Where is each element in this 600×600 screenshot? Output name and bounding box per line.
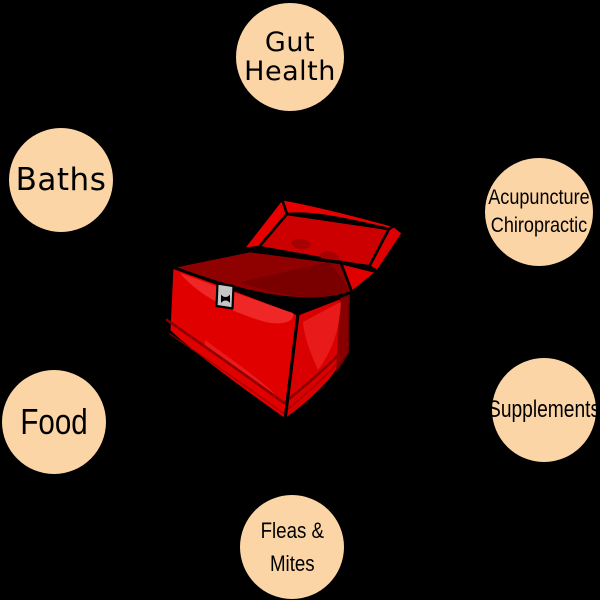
node-label-line: Supplements [487, 396, 600, 423]
red-toolbox-icon [165, 197, 405, 422]
node-gut-health: Gut Health [236, 3, 344, 111]
toolbox-latch [215, 282, 235, 310]
node-label-line: Fleas & [260, 518, 324, 543]
node-label-line: Baths [15, 162, 107, 198]
node-acupuncture-chiropractic: Acupuncture Chiropractic [485, 158, 593, 266]
node-supplements: Supplements [488, 358, 600, 462]
node-fleas-mites: Fleas & Mites [240, 495, 344, 599]
toolbox-body [165, 249, 379, 422]
node-baths: Baths [9, 128, 113, 232]
node-label-line: Chiropractic [490, 214, 588, 237]
node-label-line: Health [244, 56, 336, 87]
node-label-line: Acupuncture [488, 186, 590, 210]
node-label-line: Gut [264, 26, 316, 58]
lid-hole-icon [291, 238, 311, 250]
node-food: Food [2, 370, 106, 474]
node-label-line: Food [20, 401, 88, 442]
node-label-line: Mites [269, 551, 315, 576]
